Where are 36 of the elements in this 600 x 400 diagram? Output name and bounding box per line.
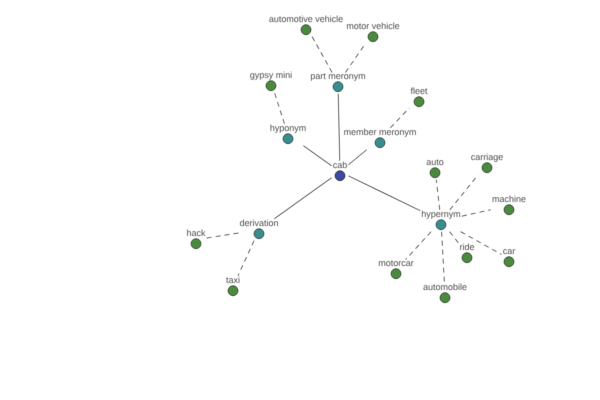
link-line — [436, 179, 440, 210]
node-label: hack — [187, 230, 206, 236]
node-label: derivation — [240, 220, 278, 226]
node-label: taxi — [226, 276, 240, 284]
link-line — [303, 145, 332, 166]
link-line — [460, 231, 502, 255]
node-label: automotive vehicle — [269, 16, 343, 22]
node-label: auto — [426, 159, 444, 166]
node-label: hyponym — [270, 124, 306, 133]
link-line — [441, 231, 445, 284]
node-label: machine — [492, 196, 526, 202]
link-line — [462, 209, 492, 216]
link-line — [390, 108, 410, 128]
link-line — [345, 43, 366, 73]
link-line — [449, 231, 459, 244]
node-label: part meronym — [310, 73, 366, 81]
link-line — [348, 149, 368, 166]
link-line — [274, 92, 285, 124]
node-label: cab — [333, 162, 347, 168]
node-label: carriage — [471, 154, 503, 162]
node-label: gypsy mini — [250, 72, 292, 80]
link-line — [348, 176, 420, 211]
link-line — [312, 36, 332, 73]
node-label: motorcar — [378, 260, 414, 266]
node-label: member meronym — [344, 128, 416, 137]
node-label: automobile — [423, 284, 467, 290]
node-label: motor vehicle — [346, 22, 400, 30]
link-line — [274, 177, 332, 220]
link-line — [206, 232, 239, 238]
node-label: ride — [460, 244, 474, 250]
node-label: fleet — [410, 88, 428, 94]
node-label: hypernym — [422, 210, 460, 219]
node-label: car — [503, 249, 516, 254]
link-line — [405, 231, 432, 260]
link-line — [238, 240, 254, 276]
link-line — [338, 93, 340, 162]
